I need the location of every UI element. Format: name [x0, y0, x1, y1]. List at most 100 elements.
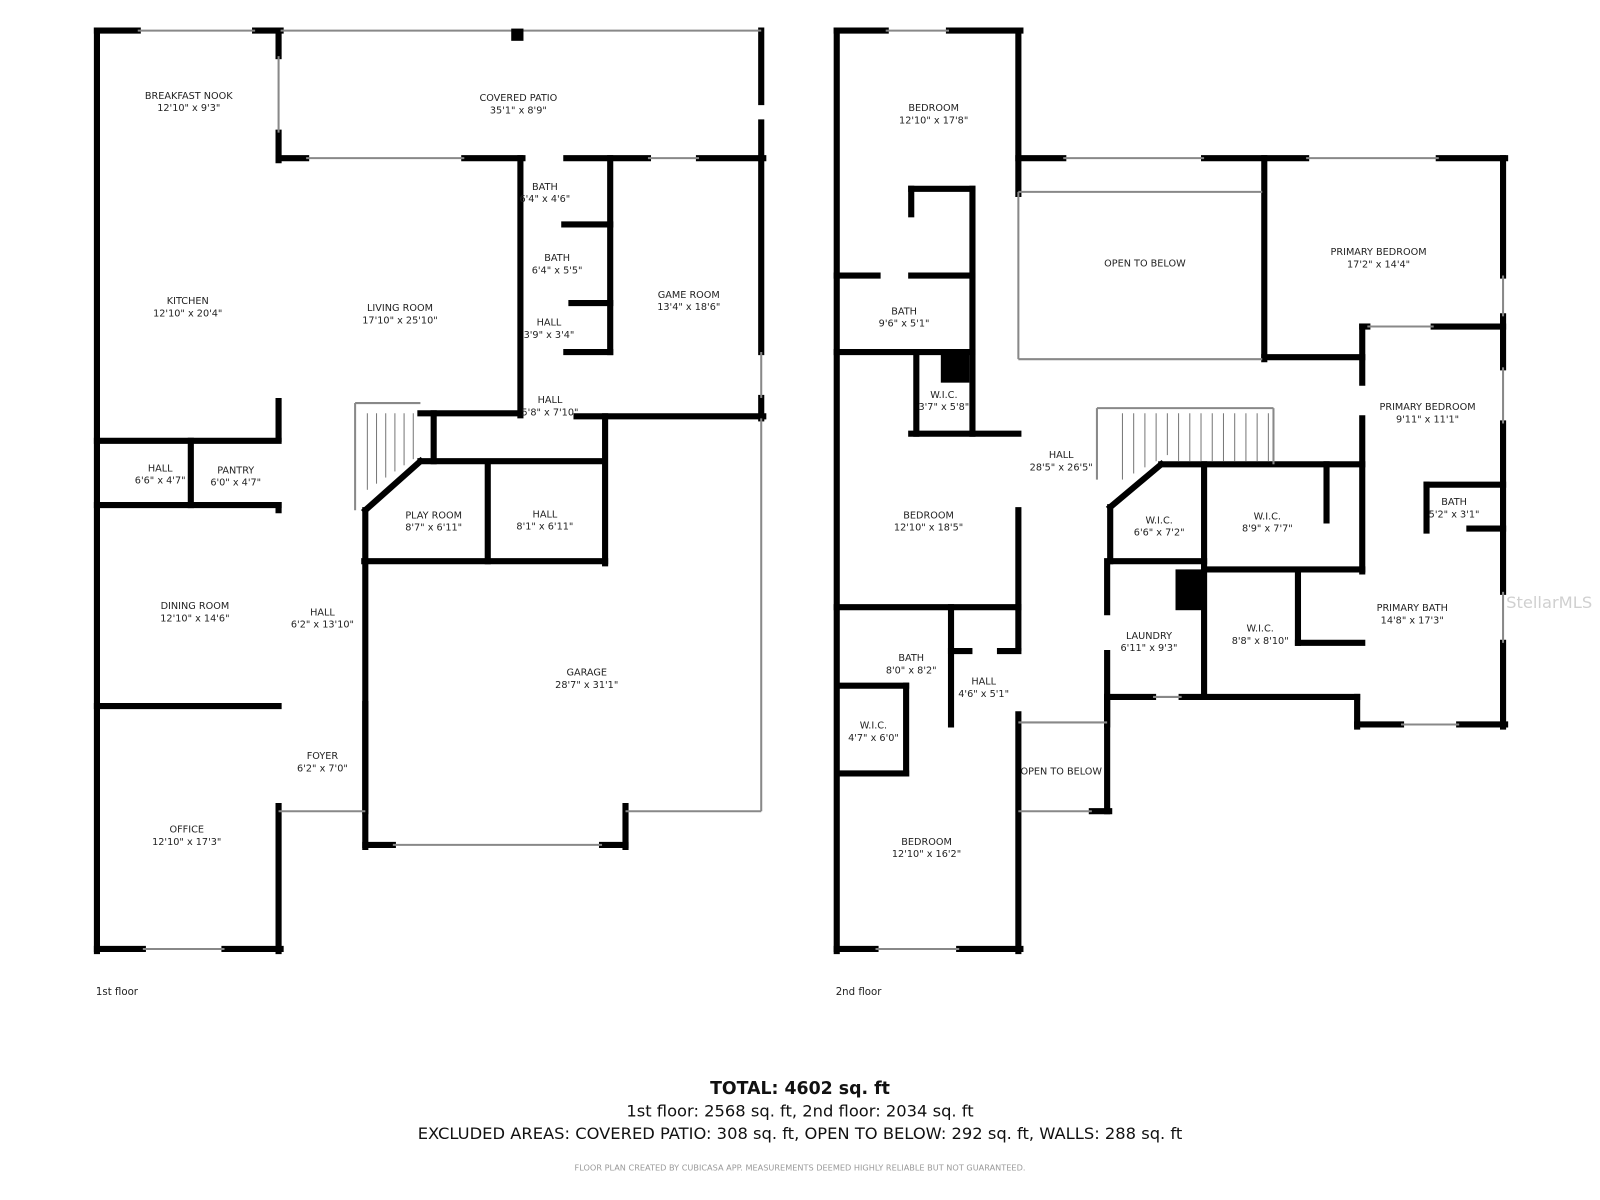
- room-size: 12'10" x 17'8": [899, 115, 968, 126]
- room-size: 12'10" x 9'3": [157, 103, 220, 114]
- room-name: BEDROOM: [901, 837, 952, 848]
- room-size: 35'1" x 8'9": [490, 105, 547, 116]
- room-size: 8'8" x 8'10": [1232, 636, 1289, 647]
- excluded-areas: EXCLUDED AREAS: COVERED PATIO: 308 sq. f…: [418, 1124, 1183, 1143]
- room-size: 6'6" x 4'7": [135, 476, 186, 487]
- room-size: 12'10" x 14'6": [160, 613, 229, 624]
- floor-areas: 1st floor: 2568 sq. ft, 2nd floor: 2034 …: [626, 1101, 973, 1120]
- room-name: DINING ROOM: [161, 601, 230, 612]
- room-size: 13'4" x 18'6": [657, 302, 720, 313]
- room-name: PLAY ROOM: [405, 510, 462, 521]
- room-size: 8'1" x 6'11": [516, 522, 573, 533]
- room-name: BREAKFAST NOOK: [145, 91, 233, 102]
- room-size: 4'6" x 5'1": [958, 689, 1009, 700]
- room-label: W.I.C. 6'6" x 7'2": [1134, 515, 1185, 538]
- room-size: 6'4" x 4'6": [519, 194, 570, 205]
- room-size: 6'0" x 4'7": [210, 478, 261, 489]
- room-name: HALL: [310, 607, 335, 618]
- wall: [1105, 459, 1166, 512]
- room-label: W.I.C.8'8" x 8'10": [1232, 624, 1289, 647]
- room-name: HALL: [1049, 450, 1074, 461]
- room-label: HALL 6'6" x 4'7": [135, 463, 186, 486]
- room-size: 12'10" x 20'4": [153, 308, 222, 319]
- room-name: W.I.C.: [930, 390, 957, 401]
- chase-block: [1175, 569, 1205, 611]
- room-label: W.I.C. 8'9" x 7'7": [1242, 511, 1293, 534]
- room-name: BATH: [891, 306, 917, 317]
- room-name: KITCHEN: [167, 296, 209, 307]
- room-name: PRIMARY BEDROOM: [1380, 402, 1476, 413]
- room-name: W.I.C.: [1247, 624, 1274, 635]
- room-name: GARAGE: [566, 668, 607, 679]
- room-label: HALL 8'1" x 6'11": [516, 509, 573, 532]
- room-size: 12'10" x 17'3": [152, 837, 221, 848]
- room-name: BATH: [544, 253, 570, 264]
- room-name: PRIMARY BATH: [1377, 603, 1448, 614]
- room-name: BATH: [532, 182, 558, 193]
- room-name: COVERED PATIO: [479, 93, 557, 104]
- room-label: OPEN TO BELOW: [1020, 766, 1102, 777]
- room-name: BATH: [1441, 497, 1467, 508]
- room-size: 5'2" x 3'1": [1429, 509, 1480, 520]
- room-size: 4'7" x 6'0": [848, 733, 899, 744]
- wall: [360, 456, 425, 515]
- room-size: 8'0" x 8'2": [886, 665, 937, 676]
- floor1-label: 1st floor: [96, 987, 139, 998]
- room-name: W.I.C.: [860, 721, 887, 732]
- room-name: W.I.C.: [1254, 511, 1281, 522]
- room-size: 6'4" x 5'5": [532, 265, 583, 276]
- room-size: 9'11" x 11'1": [1396, 414, 1459, 425]
- room-size: 9'6" x 5'1": [879, 319, 930, 330]
- room-size: 28'7" x 31'1": [555, 680, 618, 691]
- room-size: 8'9" x 7'7": [1242, 524, 1293, 535]
- room-size: 6'6" x 7'2": [1134, 528, 1185, 539]
- room-name: FOYER: [307, 751, 339, 762]
- room-name: HALL: [148, 463, 173, 474]
- room-name: BATH: [898, 653, 924, 664]
- room-label: PLAY ROOM 8'7" x 6'11": [405, 510, 462, 533]
- room-size: 3'7" x 5'8": [918, 402, 969, 413]
- room-size: 17'10" x 25'10": [362, 315, 437, 326]
- room-name: HALL: [533, 509, 558, 520]
- walls: [93, 27, 1509, 955]
- room-name: OFFICE: [169, 825, 204, 836]
- room-size: 12'10" x 16'2": [892, 849, 961, 860]
- room-label: OPEN TO BELOW: [1104, 258, 1186, 269]
- room-size: 3'9" x 3'4": [524, 330, 575, 341]
- room-label: PANTRY 6'0" x 4'7": [210, 465, 261, 488]
- room-name: PANTRY: [217, 465, 254, 476]
- room-size: 6'11" x 9'3": [1121, 643, 1178, 654]
- room-size: 14'8" x 17'3": [1381, 615, 1444, 626]
- room-name: HALL: [538, 395, 563, 406]
- room-size: 6'2" x 7'0": [297, 763, 348, 774]
- floor2-label: 2nd floor: [836, 987, 883, 998]
- room-name: LAUNDRY: [1126, 631, 1172, 642]
- room-size: 17'2" x 14'4": [1347, 259, 1410, 270]
- room-name: LIVING ROOM: [367, 303, 433, 314]
- room-size: 5'8" x 7'10": [522, 407, 579, 418]
- total-area: TOTAL: 4602 sq. ft: [710, 1079, 890, 1099]
- room-size: 8'7" x 6'11": [405, 523, 462, 534]
- watermark: StellarMLS: [1506, 593, 1592, 612]
- room-label: W.I.C.3'7" x 5'8": [918, 390, 969, 413]
- room-size: 12'10" x 18'5": [894, 523, 963, 534]
- room-name: W.I.C.: [1146, 515, 1173, 526]
